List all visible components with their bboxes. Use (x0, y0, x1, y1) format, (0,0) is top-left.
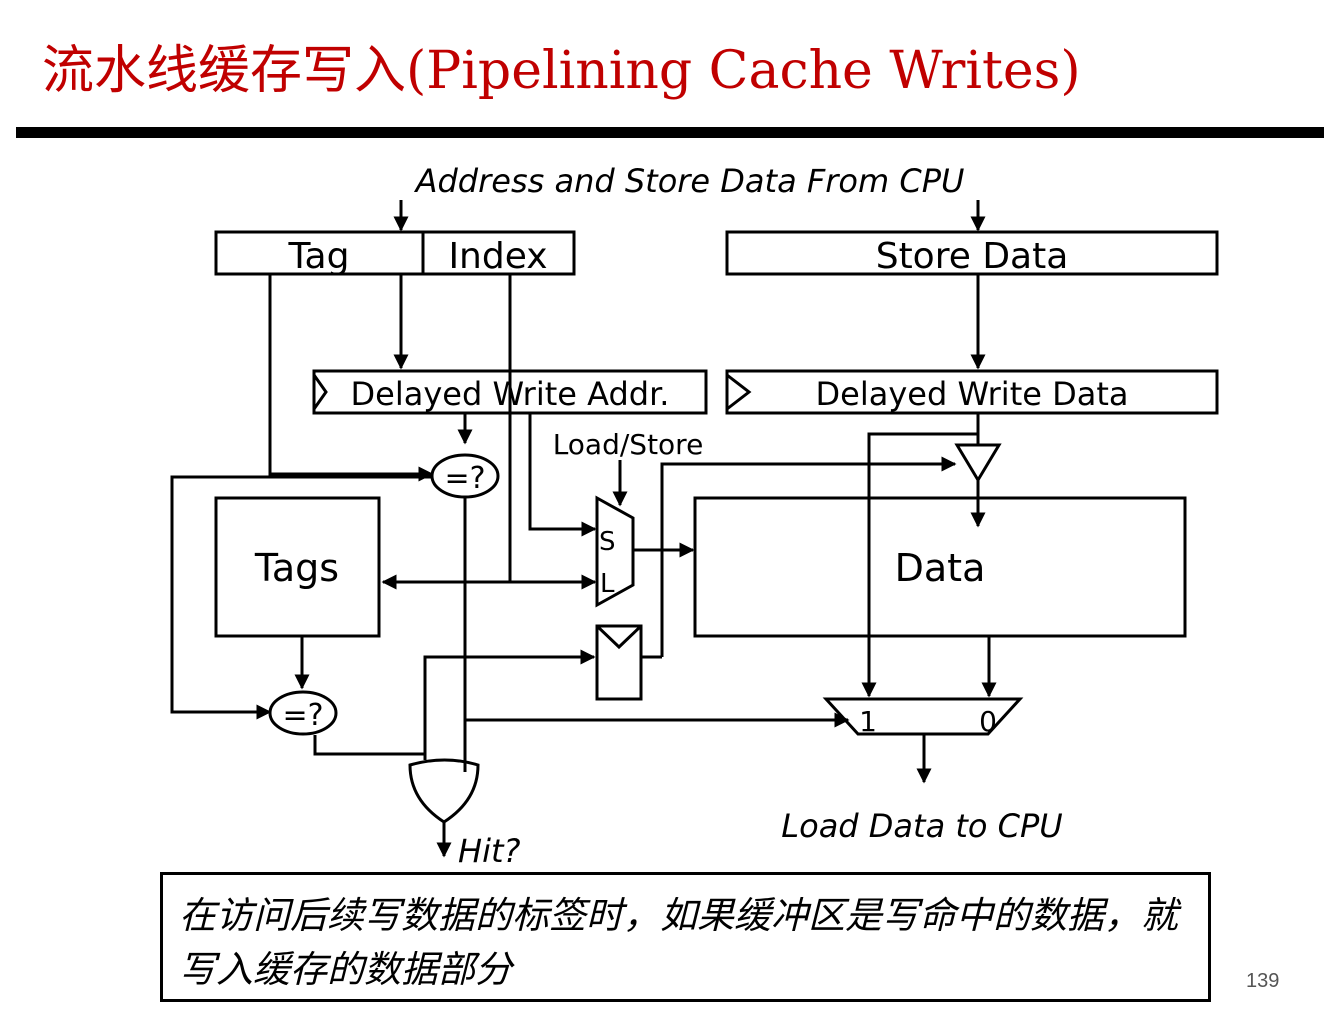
store-data-register (725, 230, 1219, 276)
data-block-label: Data (895, 546, 986, 590)
tag-compare-delayed (430, 453, 500, 499)
explanation-note: 在访问后续写数据的标签时，如果缓冲区是写命中的数据，就写入缓存的数据部分 (160, 872, 1211, 1002)
tag-compare-array (268, 690, 338, 736)
compare-label-2: =? (282, 698, 323, 733)
load-store-label: Load/Store (553, 428, 704, 461)
compare-label-1: =? (444, 461, 485, 496)
output-mux (822, 697, 1024, 736)
mux-s-label: S (599, 527, 616, 557)
title-divider (16, 127, 1324, 138)
hit-register (595, 624, 643, 701)
delayed-write-addr-label: Delayed Write Addr. (351, 375, 670, 413)
tag-field-label: Tag (288, 236, 350, 277)
hit-label: Hit? (458, 832, 521, 870)
address-mux (595, 495, 635, 608)
cpu-input-label: Address and Store Data From CPU (414, 162, 965, 200)
delayed-write-data-label: Delayed Write Data (816, 375, 1129, 413)
mux-l-label: L (600, 569, 615, 599)
tags-block-label: Tags (254, 546, 339, 590)
data-array (693, 496, 1187, 638)
load-data-label: Load Data to CPU (781, 807, 1062, 845)
index-field-label: Index (448, 236, 547, 277)
hit-or-gate (408, 758, 480, 824)
tags-array (214, 496, 381, 638)
delayed-write-data-register (725, 369, 1219, 415)
out-mux-1-label: 1 (859, 705, 877, 738)
page-number: 139 (1246, 970, 1280, 992)
slide-title: 流水线缓存写入(Pipelining Cache Writes) (42, 41, 1081, 101)
address-register (214, 230, 576, 276)
out-mux-0-label: 0 (979, 705, 997, 738)
write-data-buffer (954, 443, 1002, 483)
store-data-label: Store Data (876, 236, 1069, 277)
